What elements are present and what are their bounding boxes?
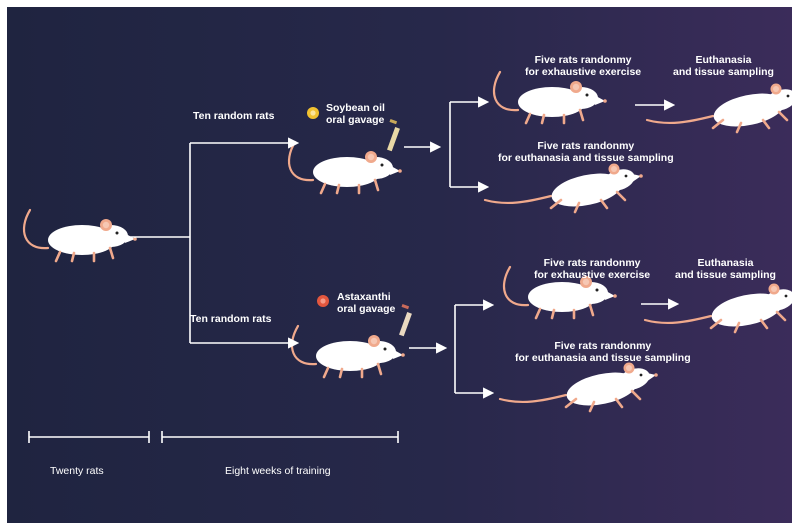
soybean-line1: Soybean oil — [326, 102, 385, 114]
rat-top-direct — [483, 162, 645, 214]
bottom-exercise-line2: for exhaustive exercise — [534, 269, 651, 281]
rat-twenty — [22, 208, 139, 263]
rat-bot-direct — [498, 361, 660, 413]
top-exercise-label: Five rats randonmy for exhaustive exerci… — [525, 54, 641, 78]
bottom-euth-label: Euthanasia and tissue sampling — [675, 257, 776, 281]
soybean-label: Soybean oil oral gavage — [326, 102, 385, 126]
top-exercise-line1: Five rats randonmy — [534, 54, 632, 66]
soybean-oil-icon — [307, 107, 319, 119]
ten-random-rats-top: Ten random rats — [193, 110, 275, 122]
bottom-branch-connector — [409, 298, 680, 399]
eight-weeks-label: Eight weeks of training — [225, 465, 331, 477]
top-direct-label: Five rats randonmy for euthanasia and ti… — [498, 140, 674, 164]
twenty-rats-label: Twenty rats — [50, 465, 104, 477]
top-euth-line2: and tissue sampling — [673, 66, 774, 78]
bottom-euth-line1: Euthanasia — [697, 257, 754, 269]
top-exercise-line2: for exhaustive exercise — [525, 66, 642, 78]
astaxanthin-label: Astaxanthi oral gavage — [337, 291, 395, 315]
ten-random-rats-bottom: Ten random rats — [190, 313, 272, 325]
flow-diagram — [22, 70, 792, 443]
bottom-direct-label: Five rats randonmy for euthanasia and ti… — [515, 340, 691, 364]
rat-top-euth — [645, 82, 792, 134]
twenty-rats-bracket — [28, 431, 150, 443]
bottom-exercise-label: Five rats randonmy for exhaustive exerci… — [534, 257, 650, 281]
rat-astax-group — [290, 324, 407, 379]
astaxanthin-icon — [317, 295, 329, 307]
top-branch-connector — [404, 96, 676, 193]
top-euth-label: Euthanasia and tissue sampling — [673, 54, 774, 78]
syringe-icon-bottom — [399, 304, 412, 337]
branch-connector — [128, 137, 300, 349]
bottom-exercise-line1: Five rats randonmy — [543, 257, 641, 269]
astax-line2: oral gavage — [337, 303, 396, 315]
rat-bot-euth — [643, 282, 792, 334]
training-bracket — [161, 431, 399, 443]
bottom-direct-line2: for euthanasia and tissue sampling — [515, 352, 691, 364]
rat-soybean-group — [287, 140, 404, 195]
top-direct-line2: for euthanasia and tissue sampling — [498, 152, 674, 164]
bottom-euth-line2: and tissue sampling — [675, 269, 776, 281]
bottom-direct-line1: Five rats randonmy — [554, 340, 652, 352]
diagram-panel: Ten random rats Ten random rats Soybean … — [7, 7, 792, 523]
top-euth-line1: Euthanasia — [695, 54, 752, 66]
syringe-icon-top — [387, 119, 400, 152]
soybean-line2: oral gavage — [326, 114, 385, 126]
rat-top-exercise — [492, 70, 609, 125]
astax-line1: Astaxanthi — [337, 291, 391, 303]
top-direct-line1: Five rats randonmy — [537, 140, 635, 152]
